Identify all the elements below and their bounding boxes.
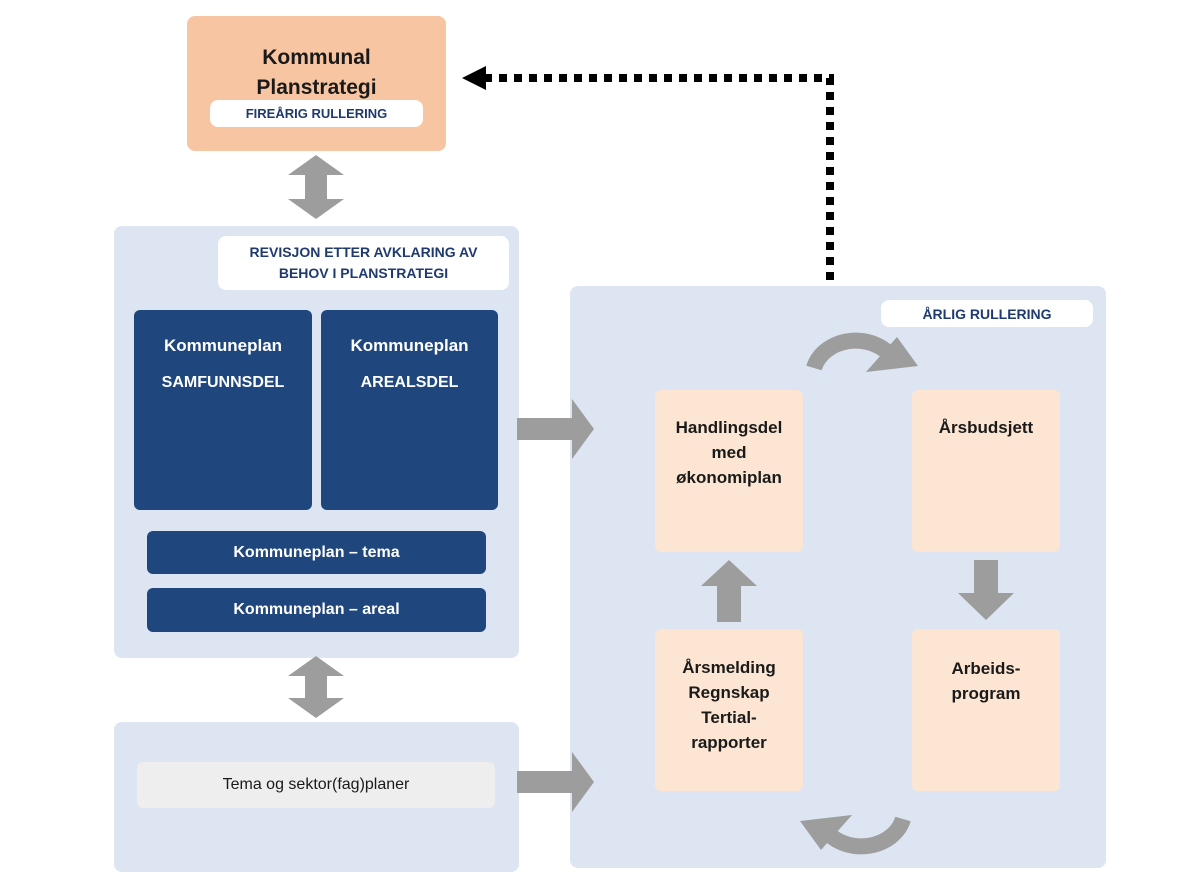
arlig-rullering-badge: ÅRLIG RULLERING: [881, 300, 1093, 327]
kommuneplan-tema-label: Kommuneplan – tema: [233, 543, 400, 561]
handlingsdel-line3: økonomiplan: [676, 468, 782, 487]
feedback-arrowhead-icon: [462, 66, 486, 90]
arbeidsprogram-line2: program: [951, 684, 1021, 703]
samfunnsdel-subtitle: SAMFUNNSDEL: [161, 374, 285, 391]
arbeidsprogram-line1: Arbeids-: [951, 659, 1021, 678]
curved-arrow-top-icon: [806, 332, 898, 371]
sector-plans-label: Tema og sektor(fag)planer: [222, 776, 410, 793]
kommuneplan-arealsdel: Kommuneplan AREALSDEL: [321, 310, 498, 510]
revision-badge: REVISJON ETTER AVKLARING AV BEHOV I PLAN…: [218, 236, 509, 290]
planstrategi-title-line2: Planstrategi: [256, 76, 377, 99]
revision-panel: REVISJON ETTER AVKLARING AV BEHOV I PLAN…: [114, 226, 519, 658]
feedback-dotted-line: [486, 74, 834, 280]
arsmelding-line2: Regnskap: [688, 683, 770, 702]
arealsdel-title: Kommuneplan: [350, 336, 469, 355]
curved-arrow-bottom-icon: [819, 816, 911, 855]
arealsdel-subtitle: AREALSDEL: [360, 374, 459, 391]
arsmelding-line3: Tertial-: [701, 708, 757, 727]
arrow-right-upper-icon: [517, 399, 594, 459]
firearig-rullering-badge: FIREÅRIG RULLERING: [210, 100, 423, 127]
arsbudsjett-box: Årsbudsjett: [912, 390, 1060, 552]
kommuneplan-areal-bar: Kommuneplan – areal: [147, 588, 486, 632]
firearig-rullering-label: FIREÅRIG RULLERING: [245, 106, 388, 121]
planstrategi-title-line1: Kommunal: [262, 46, 371, 69]
revision-badge-line1: REVISJON ETTER AVKLARING AV: [249, 244, 478, 260]
sector-panel: Tema og sektor(fag)planer: [114, 722, 519, 872]
arrow-up-icon: [701, 560, 757, 622]
kommuneplan-tema-bar: Kommuneplan – tema: [147, 531, 486, 574]
arsmelding-line1: Årsmelding: [682, 658, 776, 677]
revision-badge-line2: BEHOV I PLANSTRATEGI: [278, 265, 449, 281]
arbeidsprogram-box: Arbeids- program: [912, 629, 1060, 791]
arsmelding-line4: rapporter: [691, 733, 767, 752]
arsbudsjett-line1: Årsbudsjett: [938, 418, 1034, 437]
arlig-rullering-label: ÅRLIG RULLERING: [922, 305, 1052, 322]
arsmelding-box: Årsmelding Regnskap Tertial- rapporter: [655, 629, 803, 791]
arrow-down-icon: [958, 560, 1014, 620]
annual-panel: ÅRLIG RULLERING Handlingsdel med økonomi…: [570, 286, 1106, 868]
arrow-right-lower-icon: [517, 752, 594, 812]
handlingsdel-line1: Handlingsdel: [675, 418, 783, 437]
samfunnsdel-title: Kommuneplan: [163, 336, 283, 355]
handlingsdel-box: Handlingsdel med økonomiplan: [655, 390, 803, 552]
double-arrow-middle-icon: [288, 656, 344, 718]
planstrategi-title: Kommunal Planstrategi: [187, 43, 446, 103]
curved-arrow-top-head: [866, 337, 918, 372]
double-arrow-top-icon: [288, 155, 344, 219]
kommuneplan-samfunnsdel: Kommuneplan SAMFUNNSDEL: [134, 310, 312, 510]
handlingsdel-line2: med: [711, 443, 747, 462]
planstrategi-box: Kommunal Planstrategi FIREÅRIG RULLERING: [187, 16, 446, 151]
sector-plans-box: Tema og sektor(fag)planer: [137, 762, 495, 808]
kommuneplan-areal-label: Kommuneplan – areal: [233, 601, 400, 618]
curved-arrow-bottom-head: [800, 815, 852, 850]
